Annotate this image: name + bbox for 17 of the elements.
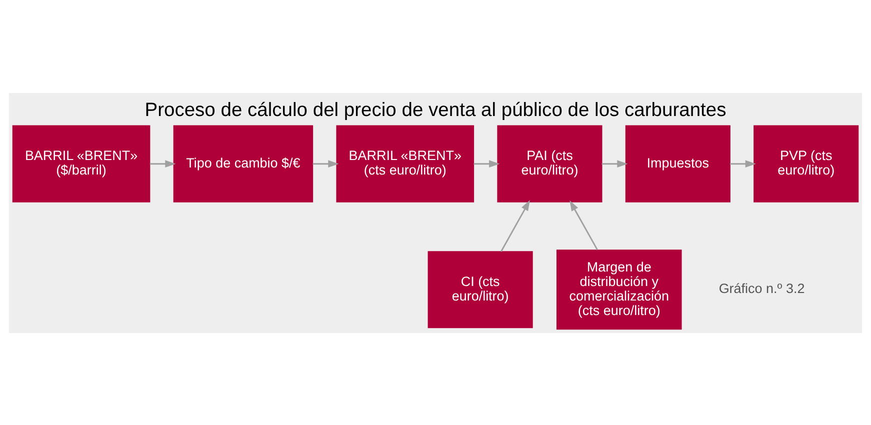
node-box: PVP (cts euro/litro) (754, 124, 859, 202)
arrow (730, 160, 756, 168)
node-box: BARRIL «BRENT» (cts euro/litro) (336, 124, 474, 202)
diagram-title: Proceso de cálculo del precio de venta al público de los carburantes (144, 100, 726, 121)
node-box: CI (cts euro/litro) (428, 250, 533, 328)
node-box: Margen de distribución y comercialización (cts euro/litro) (556, 249, 682, 330)
node-box: Tipo de cambio $/€ (173, 124, 314, 202)
node-box: Impuestos (625, 124, 730, 202)
arrow (570, 200, 598, 250)
node-box: PAI (cts euro/litro) (497, 124, 602, 202)
arrow (150, 160, 176, 168)
node-box: BARRIL «BRENT» ($/barril) (12, 124, 150, 202)
arrow (602, 160, 628, 168)
arrow (474, 160, 500, 168)
label: Gráfico n.º 3.2 (718, 280, 805, 296)
arrow (500, 200, 530, 252)
arrow (312, 160, 339, 168)
